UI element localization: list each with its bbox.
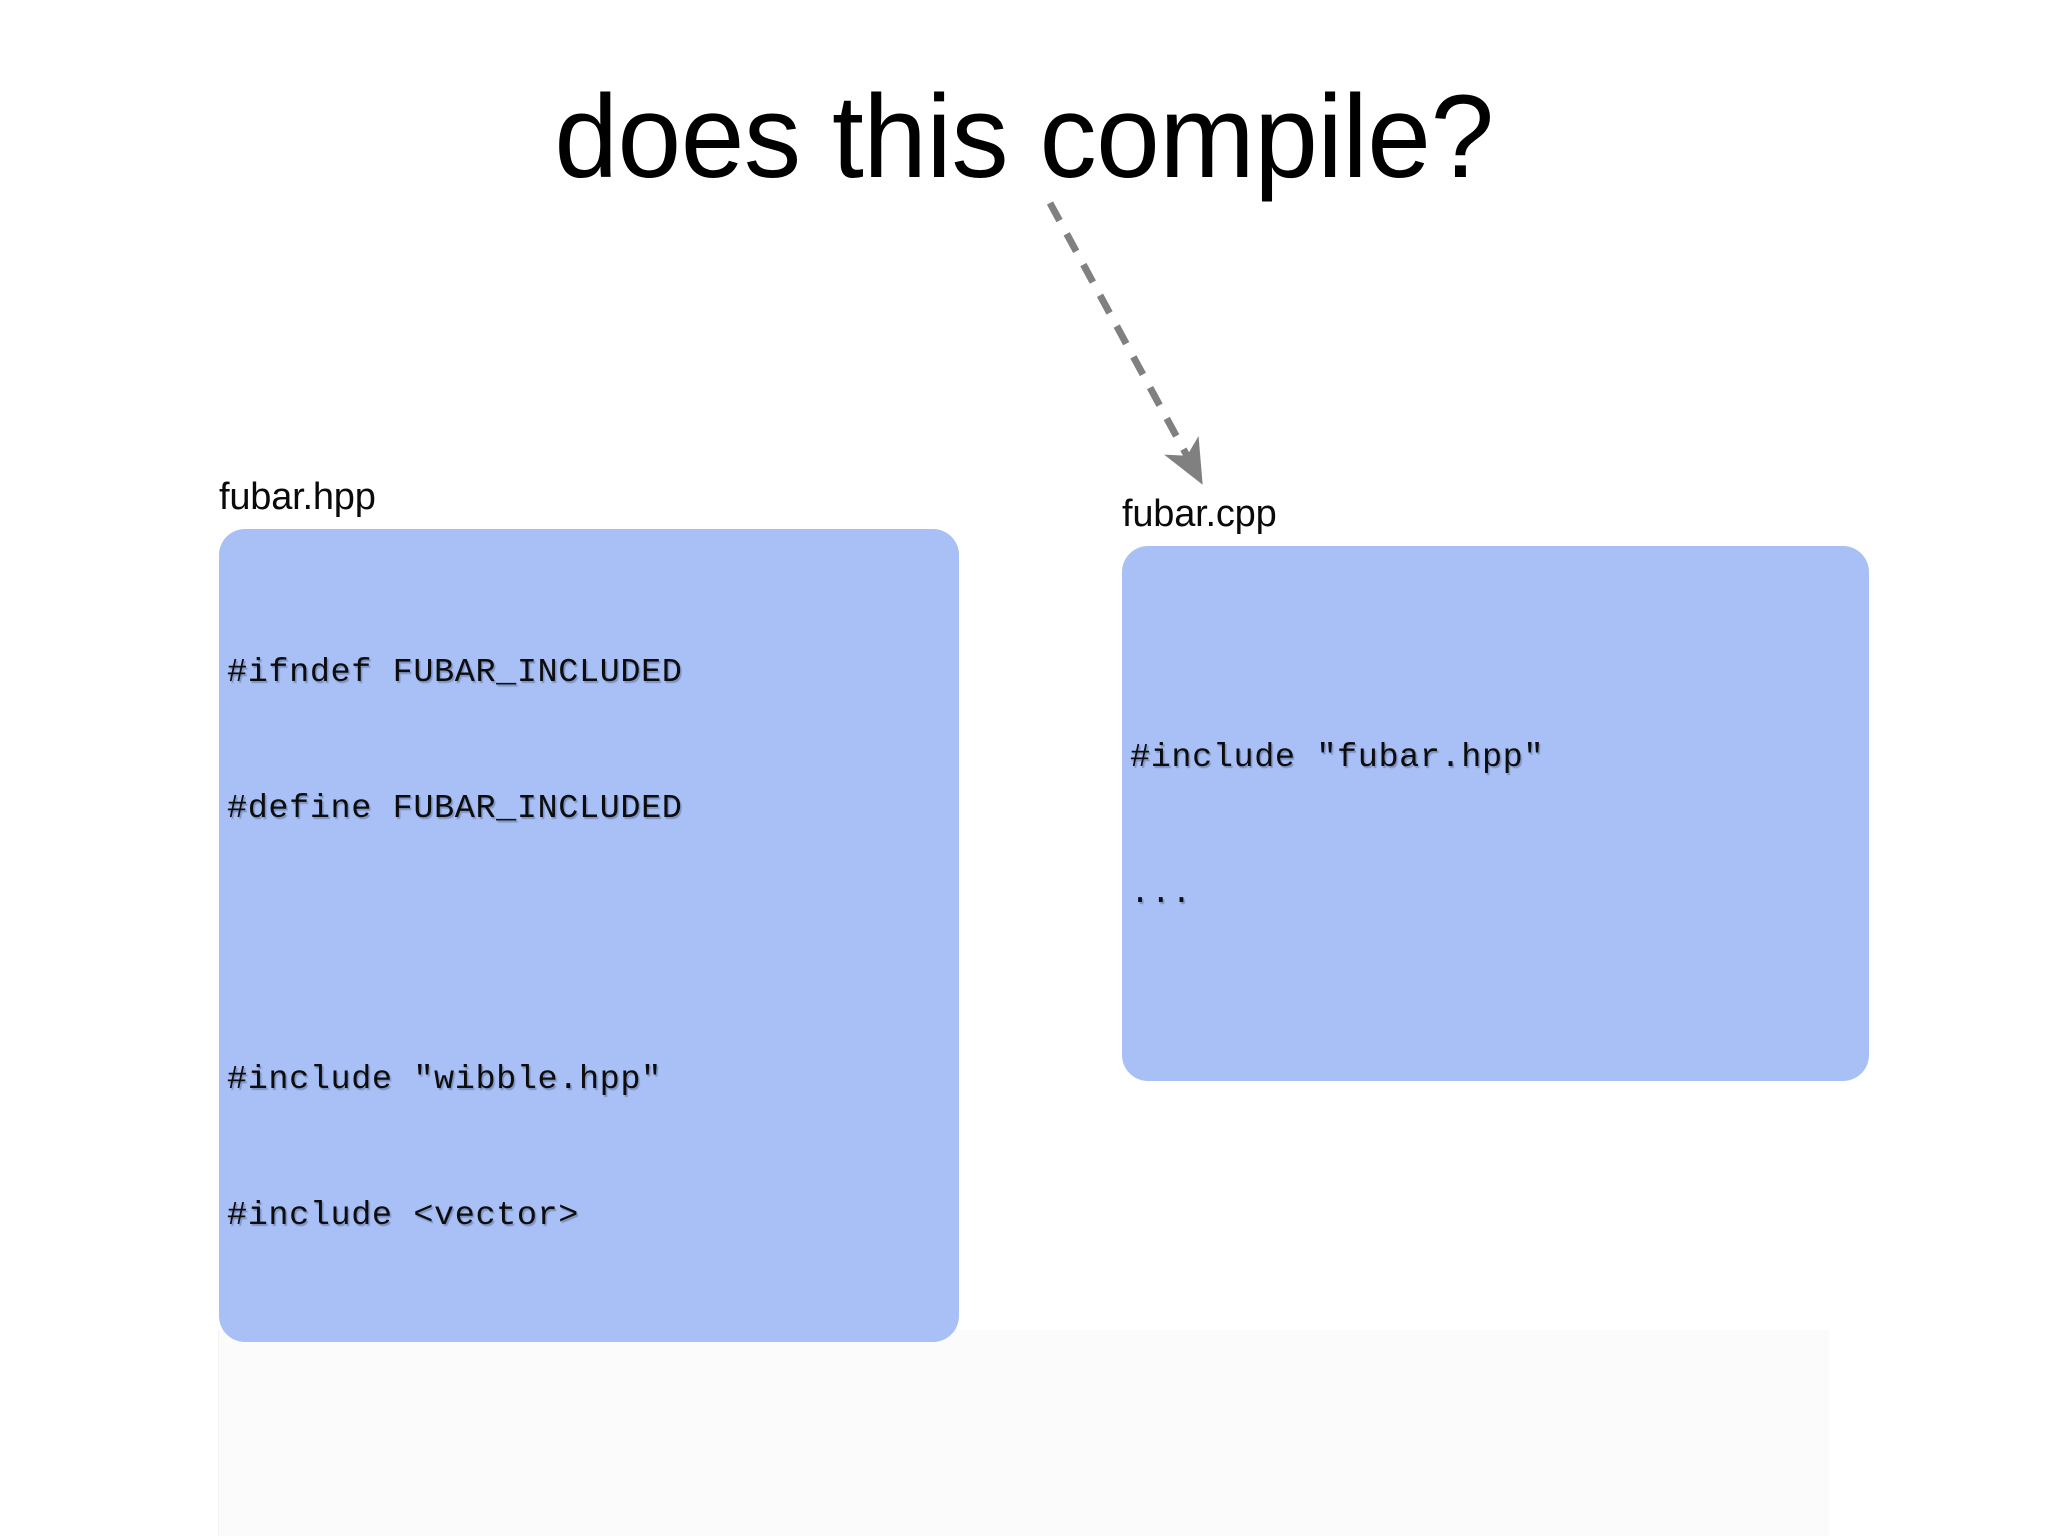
code-line xyxy=(1130,1008,1869,1053)
code-line: #include <vector> xyxy=(227,1196,579,1235)
code-line xyxy=(227,923,959,968)
panel-label-hpp: fubar.hpp xyxy=(219,476,376,518)
panel-group-cpp: fubar.cpp #include "fubar.hpp" ... void … xyxy=(1122,495,1869,1081)
code-line xyxy=(227,1329,959,1342)
page-title: does this compile? xyxy=(554,71,1494,203)
code-line: ... xyxy=(1130,875,1193,914)
code-panel-hpp[interactable]: #ifndef FUBAR_INCLUDED #define FUBAR_INC… xyxy=(219,529,959,1342)
code-panel-cpp[interactable]: #include "fubar.hpp" ... void fubar::fu(… xyxy=(1122,546,1869,1081)
code-body-hpp: #ifndef FUBAR_INCLUDED #define FUBAR_INC… xyxy=(219,529,959,1342)
code-body-cpp: #include "fubar.hpp" ... void fubar::fu(… xyxy=(1122,546,1869,1081)
code-line: #ifndef FUBAR_INCLUDED xyxy=(227,654,683,693)
code-line: #include "fubar.hpp" xyxy=(1130,739,1545,778)
panel-group-hpp: fubar.hpp #ifndef FUBAR_INCLUDED #define… xyxy=(219,478,959,1342)
background-band xyxy=(218,1330,1829,1536)
code-line: #include "wibble.hpp" xyxy=(227,1061,662,1100)
panel-label-cpp: fubar.cpp xyxy=(1122,493,1277,535)
code-line: #define FUBAR_INCLUDED xyxy=(227,790,683,829)
